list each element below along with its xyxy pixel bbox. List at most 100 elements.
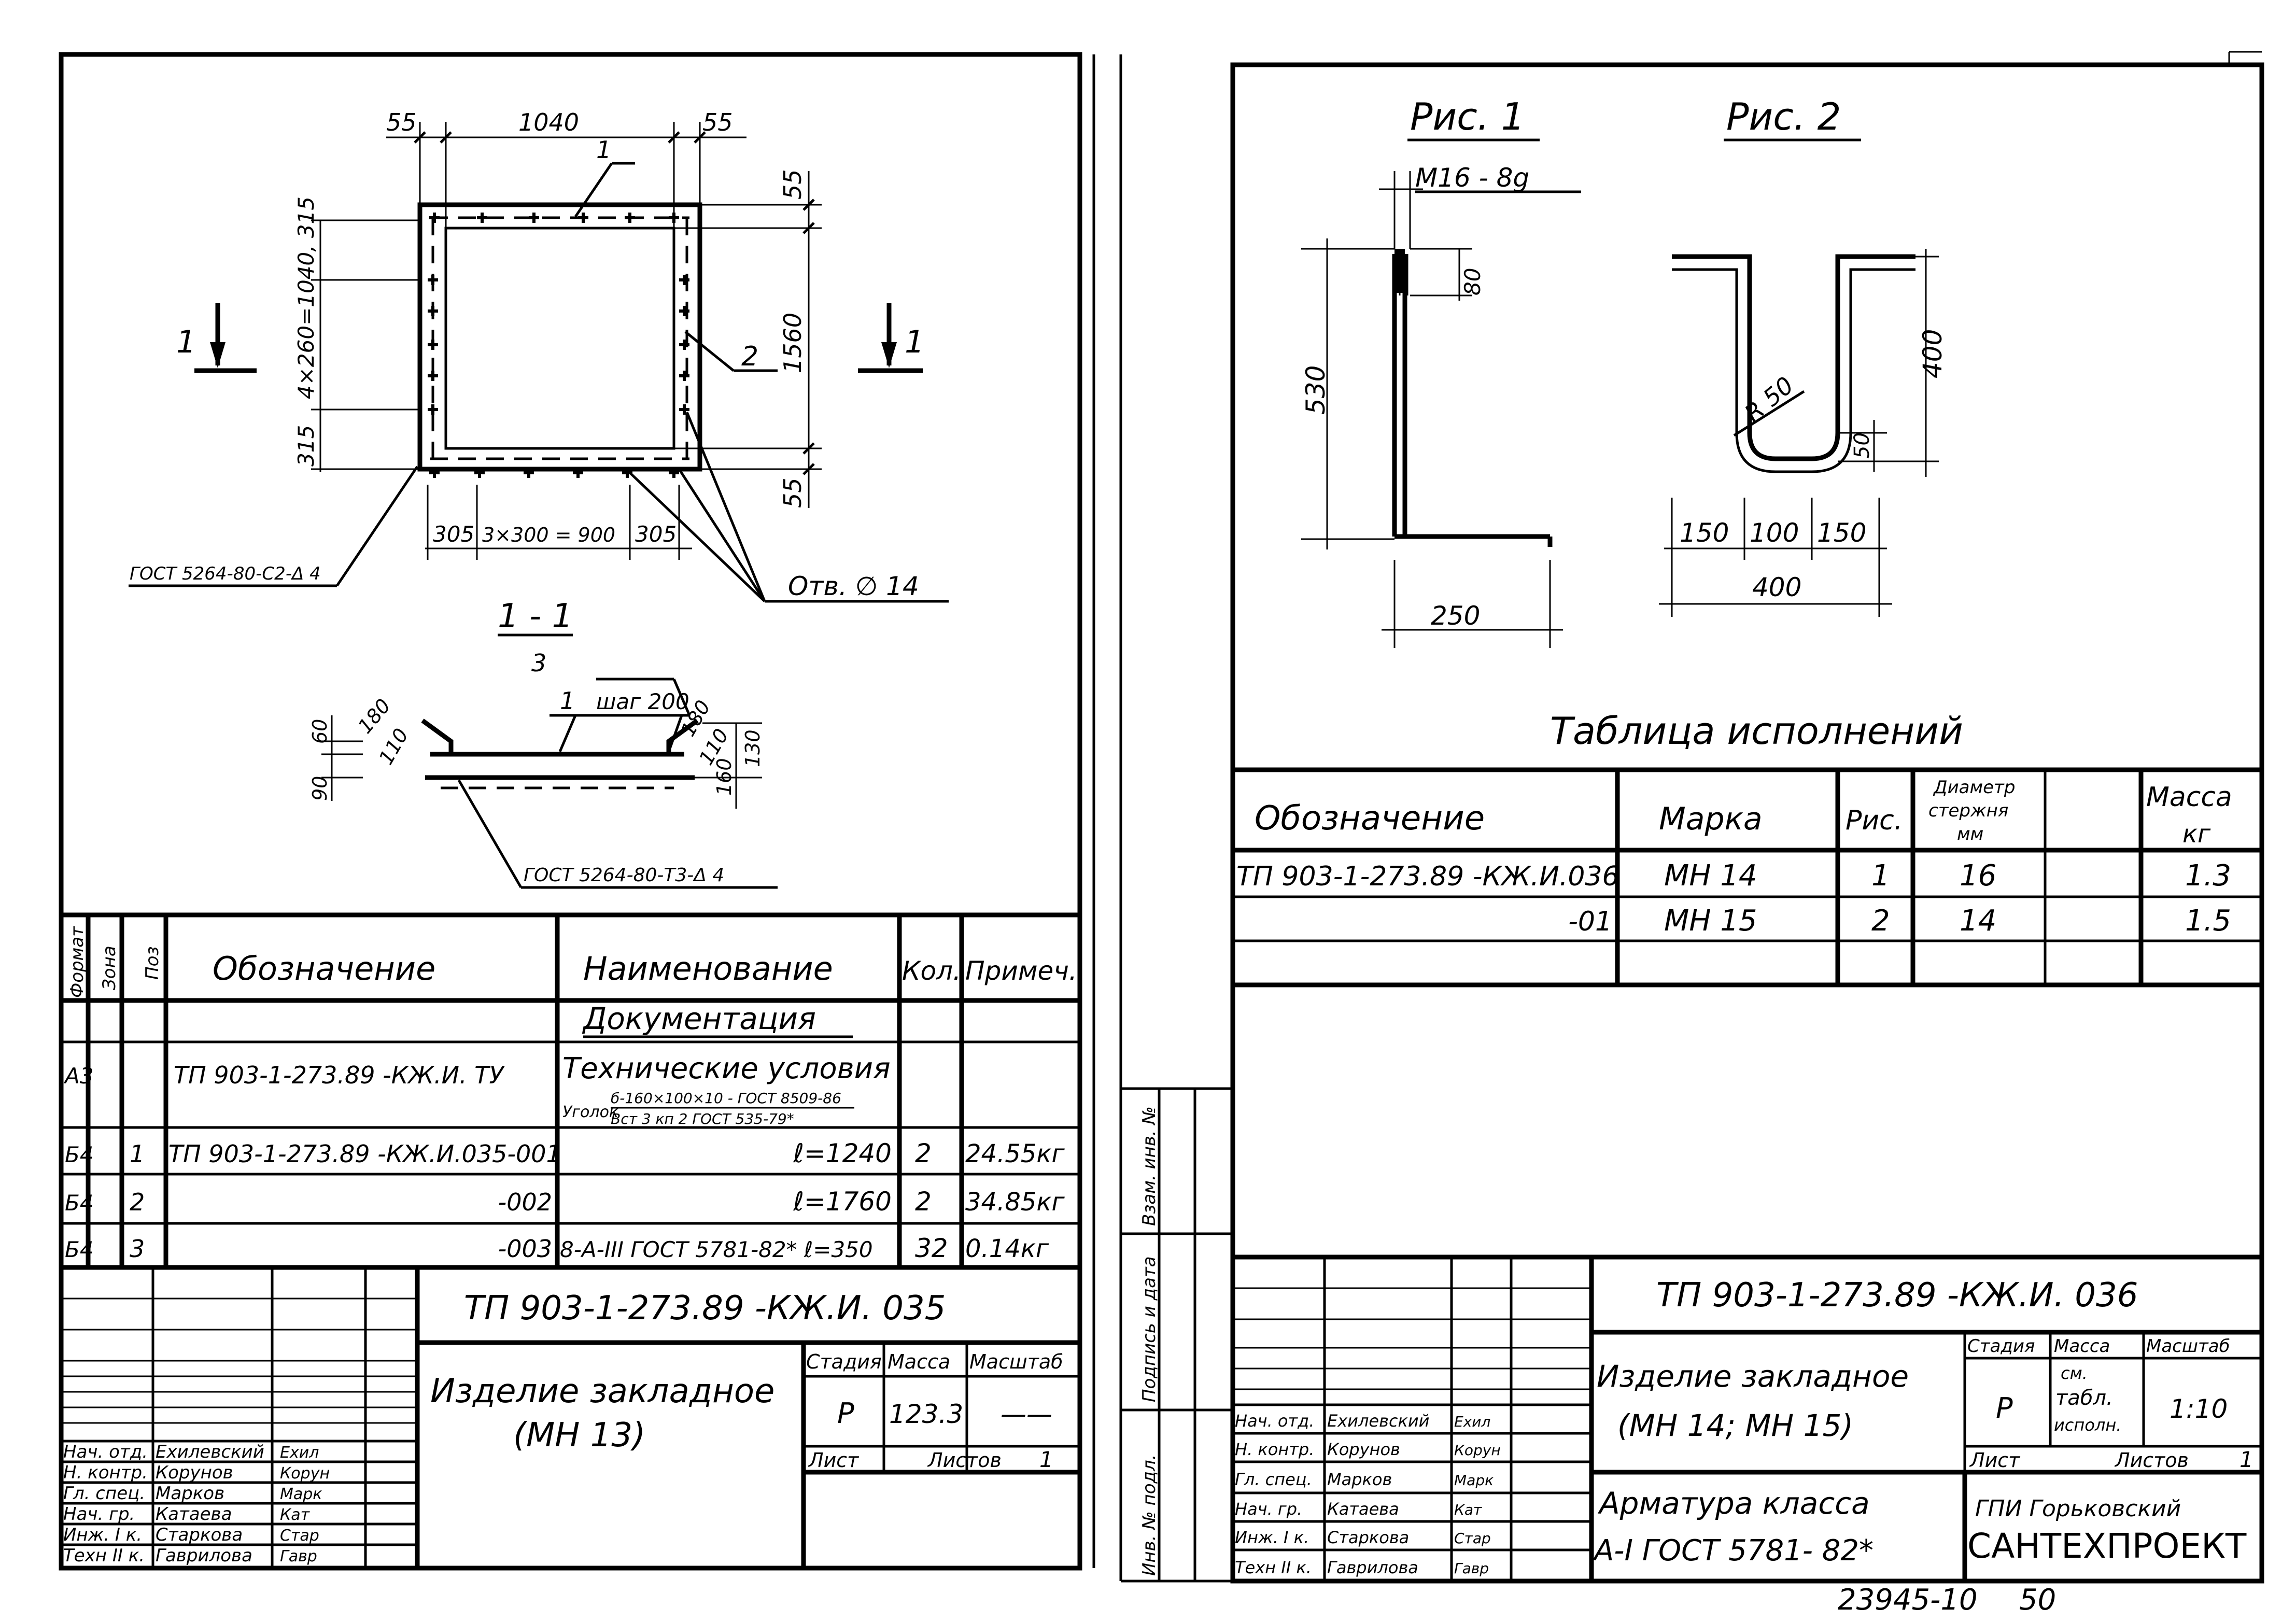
exec-row: -01 МН 15 2 14 1.5 [1568, 904, 2231, 938]
svg-text:табл.: табл. [2055, 1386, 2113, 1410]
svg-text:1.5: 1.5 [2185, 904, 2231, 938]
staff-list: Нач. отд. Ехилевский Ехил Н. контр. Кору… [63, 1442, 330, 1566]
svg-text:160: 160 [713, 758, 736, 796]
svg-text:32: 32 [915, 1233, 948, 1263]
vheader-zone: Зона [99, 946, 120, 990]
svg-text:Б4: Б4 [65, 1237, 94, 1262]
header-qty: Кол. [902, 956, 961, 986]
svg-text:2: 2 [915, 1138, 932, 1168]
exec-row: ТП 903-1-273.89 -КЖ.И.036 МН 14 1 16 1.3 [1236, 859, 2231, 893]
exec-header-designation: Обозначение [1255, 799, 1485, 838]
doc-row-designation: ТП 903-1-273.89 -КЖ.И. ТУ [174, 1061, 505, 1089]
signature: Ехил [1454, 1413, 1490, 1430]
svg-text:2: 2 [915, 1187, 932, 1217]
svg-text:Вст 3 кп 2 ГОСТ 535-79*: Вст 3 кп 2 ГОСТ 535-79* [611, 1110, 794, 1127]
svg-text:Нач. гр.: Нач. гр. [1235, 1499, 1302, 1519]
exec-table-title: Таблица исполнений [1550, 709, 1963, 753]
svg-text:Ехилевский: Ехилевский [1327, 1411, 1429, 1431]
thread-label: М16 - 8g [1415, 163, 1529, 193]
section-mark-right: 1 [858, 303, 924, 373]
svg-text:150: 150 [1680, 518, 1729, 548]
callout-1: 1 [596, 136, 611, 164]
svg-text:400: 400 [1752, 572, 1801, 602]
svg-text:стержня: стержня [1928, 800, 2008, 821]
signature: Марк [1454, 1472, 1494, 1489]
dim-bottom-mid: 3×300 = 900 [482, 524, 615, 546]
holes-label: Отв. ∅ 14 [788, 571, 919, 601]
section-title: 1 - 1 [498, 597, 573, 636]
left-title-block: ТП 903-1-273.89 -КЖ.И. 035 Изделие закла… [61, 1267, 1080, 1568]
sheet-frames [59, 51, 2264, 1584]
svg-text:мм: мм [1957, 824, 1983, 844]
signature: Кат [280, 1506, 311, 1524]
material-line-1: Арматура класса [1597, 1486, 1870, 1521]
svg-text:14: 14 [1960, 904, 1996, 938]
svg-text:ТП 903-1-273.89 -КЖ.И.036: ТП 903-1-273.89 -КЖ.И.036 [1236, 861, 1619, 892]
spec-row: Б4 3 -003 8-А-III ГОСТ 5781-82* ℓ=350 32… [65, 1233, 1049, 1263]
svg-text:Масштаб: Масштаб [969, 1350, 1063, 1373]
svg-text:1: 1 [905, 324, 924, 360]
section-pos-1: 1 [560, 687, 575, 715]
fig2-title: Рис. 2 [1726, 95, 1841, 138]
dim-right-bottom: 55 [779, 477, 807, 508]
header-note: Примеч. [965, 956, 1077, 986]
section-step: шаг 200 [596, 689, 689, 714]
signature: Марк [280, 1485, 322, 1503]
exec-header-mark: Марка [1659, 801, 1763, 837]
svg-text:1:10: 1:10 [2170, 1394, 2228, 1424]
svg-text:МН 15: МН 15 [1664, 904, 1757, 938]
svg-text:б-160×100×10 - ГОСТ 8509-86: б-160×100×10 - ГОСТ 8509-86 [611, 1090, 841, 1107]
staff-list: Нач. отд. Ехилевский Ехил Н. контр. Кору… [1235, 1411, 1501, 1577]
dim-right-top: 55 [779, 169, 807, 200]
org-brand: САНТЕХПРОЕКТ [1967, 1526, 2247, 1566]
svg-text:Марков: Марков [1327, 1470, 1392, 1489]
vheader-pos: Поз [142, 947, 163, 980]
svg-text:2: 2 [1871, 904, 1890, 938]
svg-text:100: 100 [1750, 518, 1799, 548]
section-pos-3: 3 [531, 649, 546, 677]
svg-text:Масса: Масса [2054, 1336, 2110, 1357]
svg-text:Гл. спец.: Гл. спец. [63, 1483, 145, 1504]
svg-text:250: 250 [1431, 601, 1480, 631]
svg-text:Ехилевский: Ехилевский [156, 1442, 264, 1462]
dim-top-right: 55 [702, 108, 733, 136]
svg-text:Нач. отд.: Нач. отд. [63, 1442, 148, 1462]
org-name: ГПИ Горьковский [1975, 1496, 2181, 1522]
page-number: 50 [2019, 1583, 2056, 1617]
svg-text:Масштаб: Масштаб [2146, 1336, 2230, 1357]
svg-text:Старкова: Старкова [156, 1525, 243, 1545]
section-mark-left: 1 [176, 303, 257, 373]
svg-text:Нач. гр.: Нач. гр. [63, 1504, 135, 1525]
svg-text:Старкова: Старкова [1327, 1528, 1409, 1547]
svg-text:Масса: Масса [888, 1350, 950, 1373]
side-stamp: Инв. № подл. Подпись и дата Взам. инв. № [1121, 1087, 1233, 1581]
svg-text:Стадия: Стадия [1967, 1336, 2035, 1357]
svg-text:80: 80 [1460, 268, 1485, 295]
dim-right-mid: 1560 [779, 313, 807, 373]
plan-view: 55 1040 55 4×260=1040, 315 315 55 1560 5… [129, 108, 949, 637]
signature: Кат [1454, 1501, 1482, 1518]
svg-text:Н. контр.: Н. контр. [1235, 1440, 1314, 1459]
signature: Корун [280, 1464, 330, 1483]
fig1-title: Рис. 1 [1410, 95, 1525, 138]
svg-text:130: 130 [741, 729, 764, 767]
gost-section-weld: ГОСТ 5264-80-Т3-Δ 4 [524, 865, 724, 886]
hole-marks [428, 213, 689, 478]
svg-text:90: 90 [308, 776, 331, 801]
svg-text:34.85кг: 34.85кг [965, 1188, 1065, 1217]
material-line-2: А-I ГОСТ 5781- 82* [1593, 1534, 1874, 1568]
dim-top-left: 55 [386, 108, 417, 136]
dim-left-lower: 315 [293, 425, 319, 467]
svg-text:Инж. I к.: Инж. I к. [63, 1525, 142, 1545]
svg-text:см.: см. [2061, 1363, 2088, 1383]
svg-text:-01: -01 [1568, 906, 1612, 937]
svg-text:123.3: 123.3 [889, 1399, 963, 1429]
svg-text:Р: Р [837, 1397, 854, 1430]
svg-text:150: 150 [1817, 518, 1866, 548]
svg-text:0.14кг: 0.14кг [965, 1234, 1049, 1263]
svg-text:Лист: Лист [1969, 1449, 2021, 1472]
signature: Стар [1454, 1530, 1491, 1547]
svg-text:Б4: Б4 [65, 1142, 94, 1167]
svg-text:Стадия: Стадия [806, 1350, 882, 1373]
